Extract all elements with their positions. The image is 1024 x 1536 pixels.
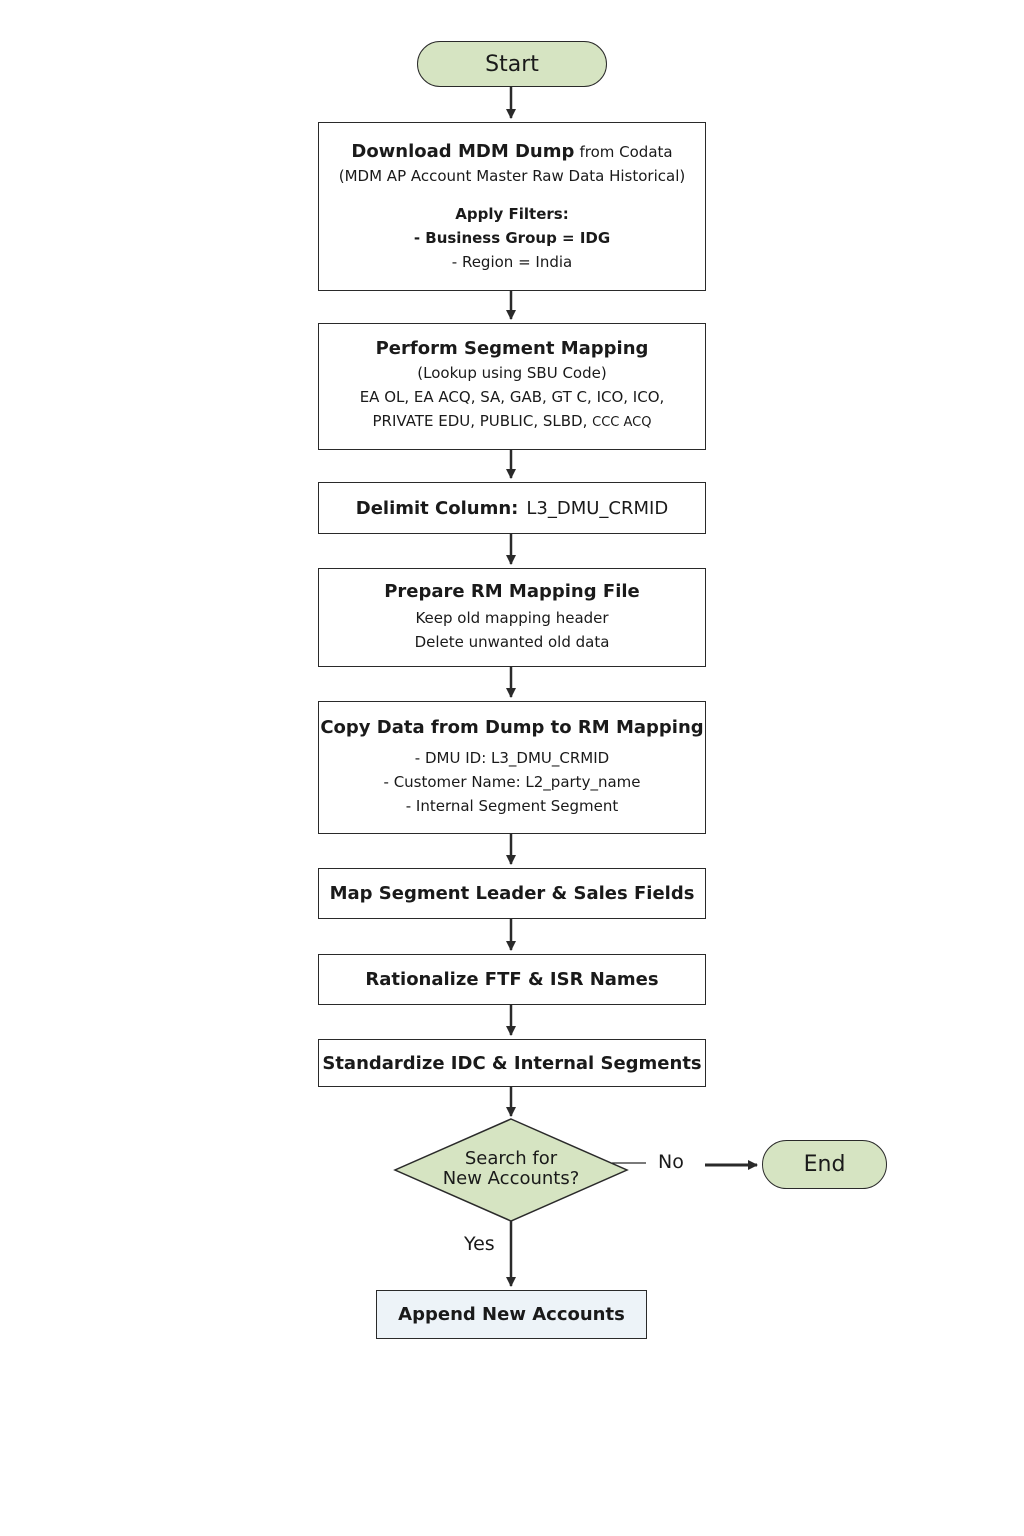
- rm-file-title: Prepare RM Mapping File: [384, 581, 640, 602]
- segments-line-2-main: PRIVATE EDU, PUBLIC, SLBD,: [372, 412, 588, 430]
- map-segment-leader-box: Map Segment Leader & Sales Fields: [318, 868, 706, 919]
- segments-line-2-tail: CCC ACQ: [592, 415, 652, 430]
- rationalize-names-box: Rationalize FTF & ISR Names: [318, 954, 706, 1005]
- segments-line-2: PRIVATE EDU, PUBLIC, SLBD, CCC ACQ: [373, 409, 652, 435]
- download-title: Download MDM Dump: [351, 140, 575, 162]
- copy-title: Copy Data from Dump to RM Mapping: [320, 717, 704, 738]
- decision-line-1: Search for: [464, 1148, 558, 1169]
- delimit-column: L3_DMU_CRMID: [526, 497, 669, 519]
- start-node: Start: [417, 41, 607, 87]
- download-subtitle: (MDM AP Account Master Raw Data Historic…: [338, 166, 686, 185]
- segment-mapping-box: Perform Segment Mapping (Lookup using SB…: [318, 323, 706, 450]
- yes-label: Yes: [464, 1233, 495, 1255]
- decision-label: Search for New Accounts?: [421, 1149, 601, 1189]
- copy-line-dmu-id: - DMU ID: L3_DMU_CRMID: [414, 749, 610, 767]
- rm-file-line-2: Delete unwanted old data: [414, 633, 610, 651]
- end-label: End: [803, 1152, 846, 1177]
- decision-line-2: New Accounts?: [442, 1168, 580, 1189]
- rm-mapping-file-box: Prepare RM Mapping File Keep old mapping…: [318, 568, 706, 667]
- rm-file-line-1: Keep old mapping header: [415, 609, 609, 627]
- copy-line-customer-name: - Customer Name: L2_party_name: [383, 773, 641, 791]
- end-node: End: [762, 1140, 887, 1189]
- copy-data-box: Copy Data from Dump to RM Mapping - DMU …: [318, 701, 706, 834]
- segment-mapping-title: Perform Segment Mapping: [375, 338, 649, 359]
- start-label: Start: [485, 51, 539, 77]
- append-new-accounts-box: Append New Accounts: [376, 1290, 647, 1339]
- download-mdm-box: Download MDM Dump from Codata (MDM AP Ac…: [318, 122, 706, 291]
- map-leader-label: Map Segment Leader & Sales Fields: [329, 883, 695, 904]
- delimit-column-box: Delimit Column: L3_DMU_CRMID: [318, 482, 706, 534]
- filter-business-group: - Business Group = IDG: [413, 228, 611, 247]
- filters-label: Apply Filters:: [455, 204, 569, 223]
- standardize-segments-box: Standardize IDC & Internal Segments: [318, 1039, 706, 1087]
- append-label: Append New Accounts: [398, 1304, 625, 1325]
- segment-mapping-subtitle: (Lookup using SBU Code): [417, 364, 607, 382]
- segments-line-1: EA OL, EA ACQ, SA, GAB, GT C, ICO, ICO,: [359, 388, 665, 406]
- rationalize-label: Rationalize FTF & ISR Names: [365, 969, 659, 990]
- no-label: No: [658, 1151, 684, 1173]
- delimit-label: Delimit Column:: [355, 497, 519, 519]
- download-source: from Codata: [579, 142, 673, 161]
- standardize-label: Standardize IDC & Internal Segments: [322, 1052, 702, 1074]
- copy-line-internal-segment: - Internal Segment Segment: [405, 797, 619, 815]
- filter-region: - Region = India: [451, 252, 573, 271]
